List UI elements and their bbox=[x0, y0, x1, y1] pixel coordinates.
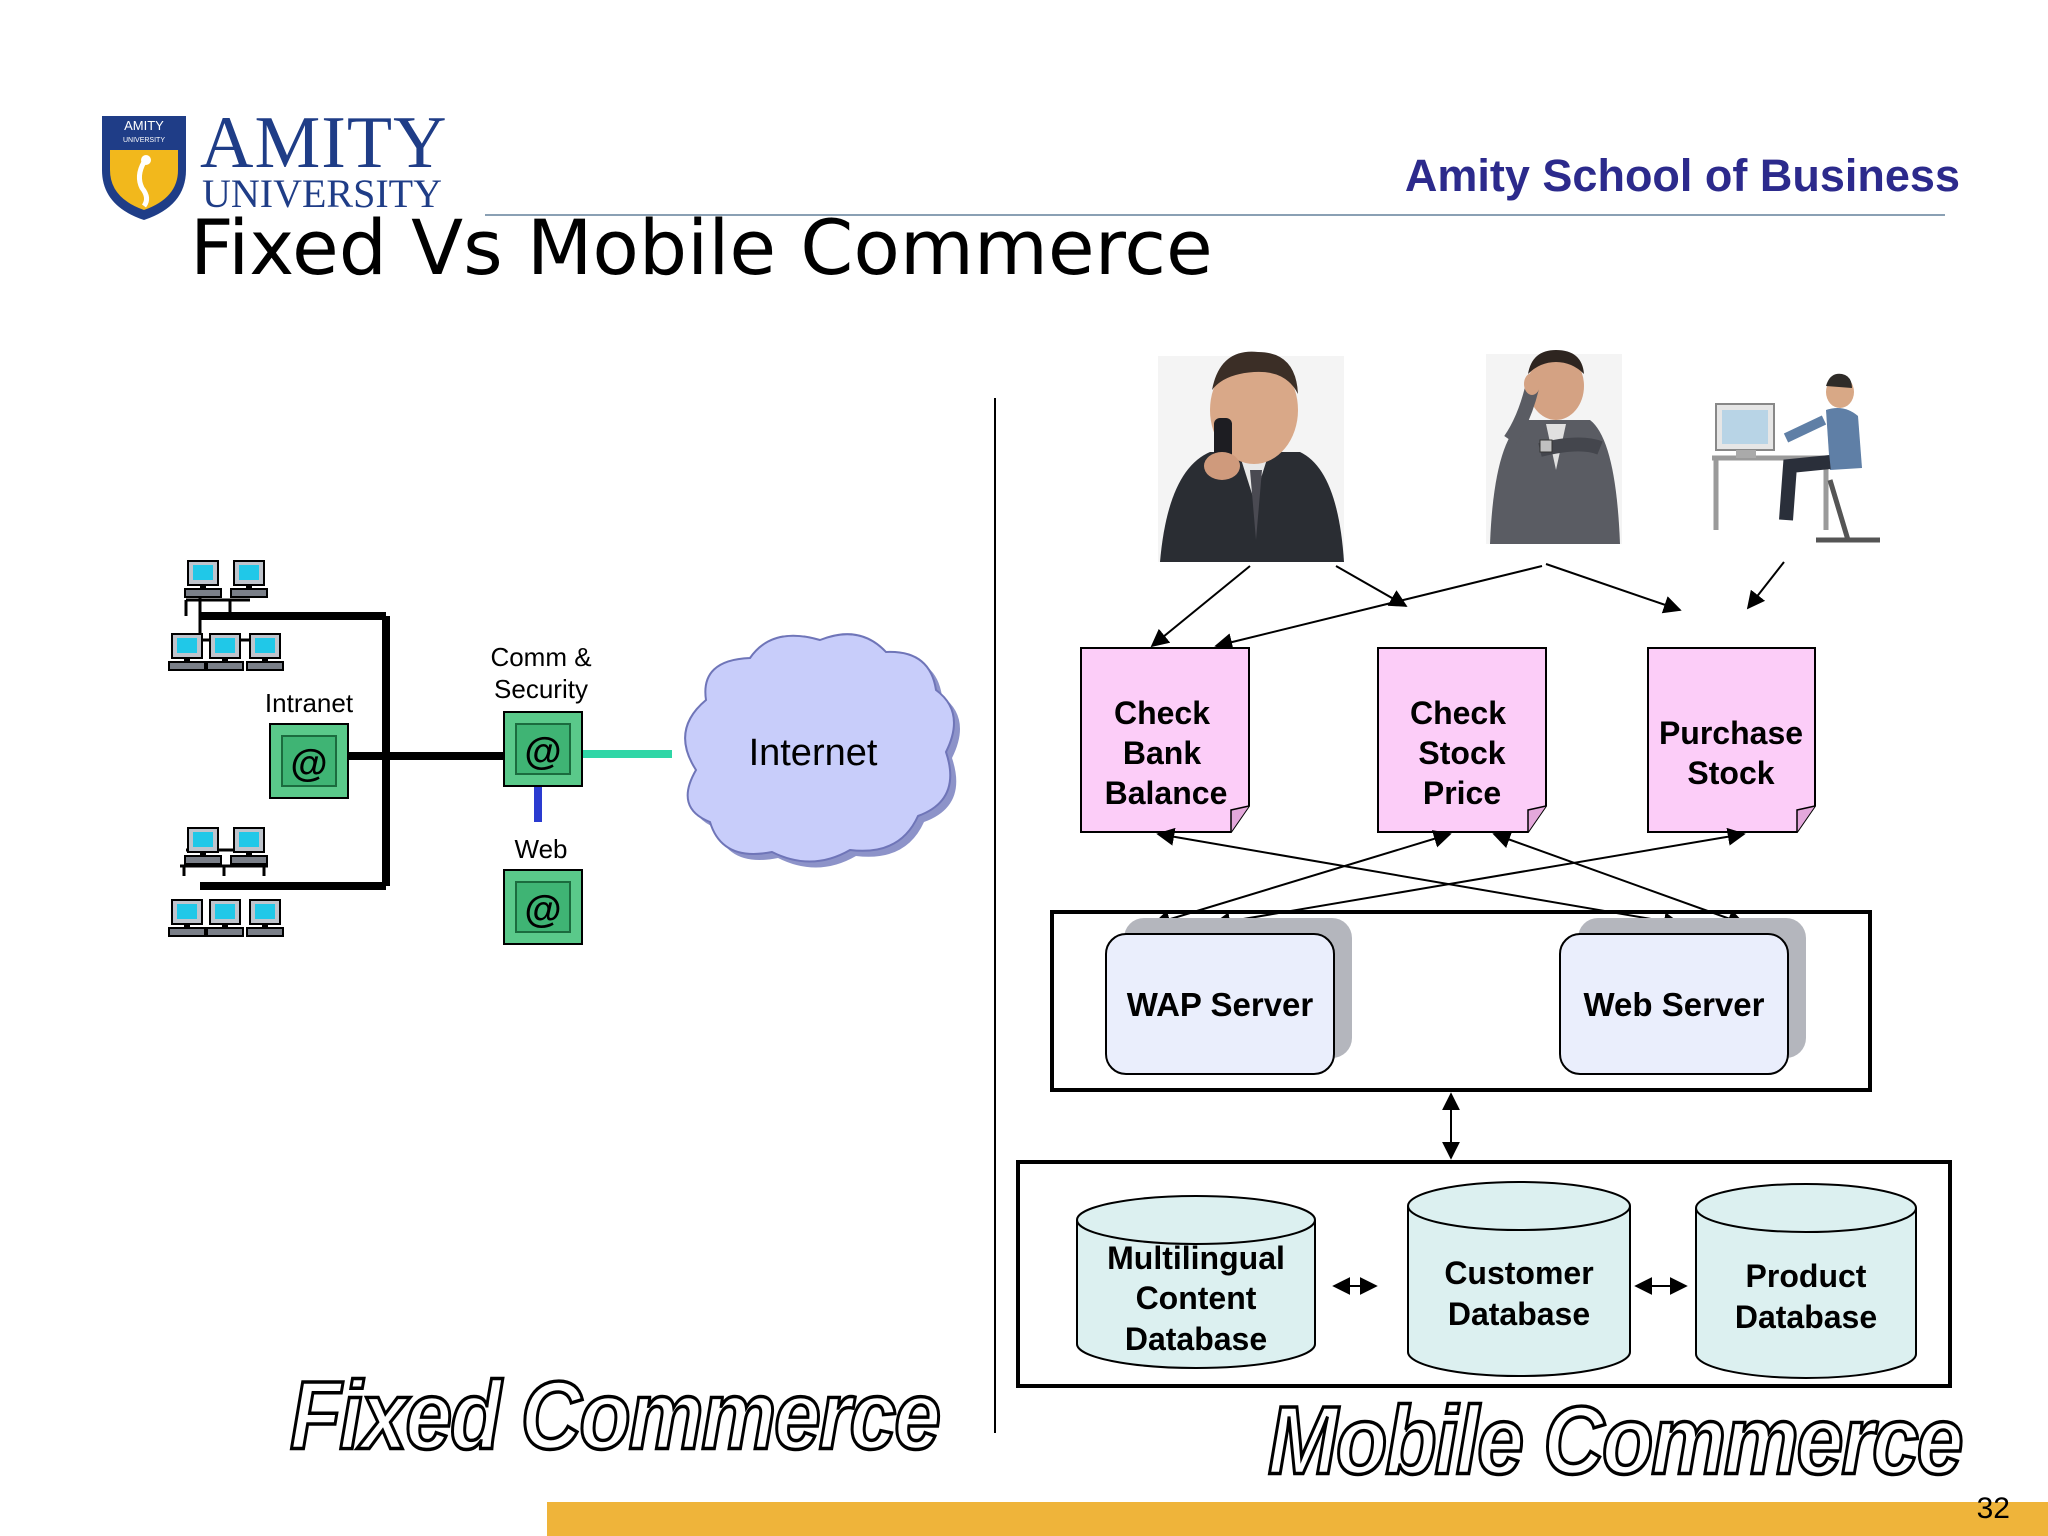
wap-server: WAP Server bbox=[1105, 918, 1352, 1075]
web-node: @ bbox=[503, 869, 583, 945]
page-number: 32 bbox=[1976, 1492, 2010, 1525]
businessman-watch-photo bbox=[1486, 350, 1622, 544]
logo-wordmark: AMITY bbox=[200, 102, 448, 184]
wap-server-label: WAP Server bbox=[1127, 986, 1314, 1023]
web-server: Web Server bbox=[1559, 918, 1806, 1075]
service-line: Stock bbox=[1418, 735, 1505, 771]
comm-label-line1: Comm & bbox=[490, 642, 591, 672]
mobile-commerce-label: Mobile Commerce bbox=[1267, 1384, 1966, 1496]
db-line: Multilingual bbox=[1107, 1240, 1285, 1276]
intranet-node: @ bbox=[269, 723, 349, 799]
web-label: Web bbox=[515, 834, 568, 864]
web-server-label: Web Server bbox=[1584, 986, 1765, 1023]
database-container bbox=[1016, 1160, 1952, 1388]
db-line: Database bbox=[1735, 1299, 1877, 1335]
service-line: Bank bbox=[1123, 735, 1201, 771]
db-line: Database bbox=[1448, 1296, 1590, 1332]
slide-title: Fixed Vs Mobile Commerce bbox=[190, 203, 1213, 292]
service-purchase-stock: Purchase Stock bbox=[1647, 647, 1816, 833]
service-line: Price bbox=[1423, 775, 1501, 811]
amity-shield-icon: AMITY UNIVERSITY bbox=[102, 116, 186, 220]
school-name: Amity School of Business bbox=[1404, 150, 1960, 201]
db-line: Product bbox=[1746, 1258, 1867, 1294]
service-line: Purchase bbox=[1659, 715, 1803, 751]
man-at-computer-photo bbox=[1712, 373, 1880, 543]
service-line: Check bbox=[1114, 695, 1210, 731]
internet-cloud-icon bbox=[684, 633, 960, 868]
service-line: Stock bbox=[1687, 755, 1774, 791]
footer-bar bbox=[547, 1502, 2048, 1536]
service-line: Check bbox=[1410, 695, 1506, 731]
comm-label-line2: Security bbox=[494, 674, 588, 704]
at-icon: @ bbox=[524, 889, 561, 931]
logo-shield-text: AMITY bbox=[124, 118, 164, 133]
logo-shield-subtext: UNIVERSITY bbox=[123, 137, 165, 144]
db-line: Database bbox=[1125, 1321, 1267, 1357]
service-check-stock-price: Check Stock Price bbox=[1377, 647, 1547, 833]
service-check-bank-balance: Check Bank Balance bbox=[1080, 647, 1250, 833]
businessman-phone-photo bbox=[1158, 351, 1344, 562]
product-db-icon: Product Database bbox=[1695, 1183, 1917, 1379]
comm-security-node: @ bbox=[503, 711, 583, 787]
header-divider bbox=[485, 214, 1945, 216]
logo-wordmark-sub: UNIVERSITY bbox=[202, 171, 442, 216]
db-line: Customer bbox=[1444, 1255, 1593, 1291]
intranet-label: Intranet bbox=[265, 688, 354, 718]
at-icon: @ bbox=[290, 743, 327, 785]
fixed-commerce-label: Fixed Commerce bbox=[289, 1359, 943, 1471]
internet-label: Internet bbox=[749, 732, 878, 774]
service-line: Balance bbox=[1105, 775, 1228, 811]
multilingual-db-icon: Multilingual Content Database bbox=[1076, 1195, 1316, 1369]
server-container bbox=[1050, 910, 1872, 1092]
section-divider bbox=[994, 398, 996, 1433]
db-line: Content bbox=[1136, 1280, 1257, 1316]
amity-logo: AMITY UNIVERSITY AMITY UNIVERSITY bbox=[96, 106, 456, 226]
at-icon: @ bbox=[524, 731, 561, 773]
customer-db-icon: Customer Database bbox=[1407, 1181, 1631, 1377]
